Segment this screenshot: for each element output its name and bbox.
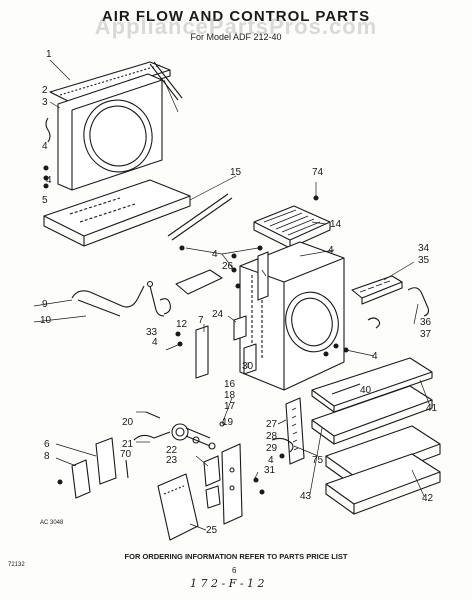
switch-part-24 <box>233 315 247 341</box>
part-label: 15 <box>230 167 242 178</box>
part-label: 34 <box>418 243 430 254</box>
part-label: 75 <box>312 455 324 466</box>
clip-part-33 <box>159 298 171 315</box>
part-label: 2 <box>42 85 48 96</box>
part-label: 14 <box>330 219 342 230</box>
handwritten-reference: 1 7 2 - F - 1 2 <box>190 577 265 590</box>
knob-assembly <box>171 421 225 450</box>
part-label: 1 <box>46 49 52 60</box>
part-label: 20 <box>122 417 134 428</box>
part-label: 74 <box>312 167 324 178</box>
part-label: 16 <box>224 379 236 390</box>
part-label: 27 <box>266 419 278 430</box>
part-label: 17 <box>224 401 236 412</box>
wire-part-21 <box>133 431 171 441</box>
ordering-info-note: FOR ORDERING INFORMATION REFER TO PARTS … <box>124 552 348 561</box>
watermark: AppliancePartsPros.com <box>94 14 378 39</box>
part-label: 36 <box>420 317 432 328</box>
screw-part-74 <box>313 195 319 201</box>
part-label: 41 <box>426 403 438 414</box>
screw-part-29 <box>279 453 285 459</box>
side-strip <box>149 61 183 101</box>
part-label: 4 <box>46 175 52 186</box>
part-label: 37 <box>420 329 432 340</box>
part-label: 33 <box>146 327 158 338</box>
bracket-part-26 <box>257 251 269 301</box>
wire-part-28 <box>271 437 294 453</box>
part-label: 70 <box>120 449 132 460</box>
bracket-part-12 <box>175 269 223 295</box>
base-drain-tray <box>43 179 191 247</box>
control-panel-plate <box>157 473 199 541</box>
right-bracket <box>221 443 265 525</box>
part-label: 6 <box>44 439 50 450</box>
drain-pan-trays <box>325 425 441 515</box>
part-label: 4 <box>328 245 334 256</box>
front-panel <box>57 73 163 191</box>
rod-part-15 <box>167 193 233 241</box>
part-label: 4 <box>42 141 48 152</box>
control-knobs <box>57 437 117 499</box>
screw-part-20 <box>145 411 161 419</box>
page-code: 72132 <box>8 562 25 568</box>
part-label: 43 <box>300 491 312 502</box>
part-label: 31 <box>264 465 276 476</box>
part-label: 10 <box>40 315 52 326</box>
part-label: 8 <box>44 451 50 462</box>
part-label: 3 <box>42 97 48 108</box>
capacitor-part-30 <box>243 343 257 375</box>
motor-cable <box>71 280 165 317</box>
part-label: 4 <box>372 351 378 362</box>
part-label: 23 <box>166 455 178 466</box>
part-label: 21 <box>122 439 134 450</box>
ac-code: AC 3048 <box>40 520 64 526</box>
pin-part-70 <box>125 459 129 479</box>
part-label: 35 <box>418 255 430 266</box>
part-label: 5 <box>42 195 48 206</box>
part-label: 30 <box>242 361 254 372</box>
clip-part-3 <box>45 117 51 143</box>
part-label: 12 <box>176 319 188 330</box>
diagram-title: AIR FLOW AND CONTROL PARTS <box>101 8 371 25</box>
clip-part-37 <box>367 317 381 329</box>
part-label: 40 <box>360 385 372 396</box>
part-label: 24 <box>212 309 224 320</box>
diagram-subtitle: For Model ADF 212-40 <box>190 32 282 42</box>
leader-lines <box>33 59 431 531</box>
part-label: 18 <box>224 390 236 401</box>
page-number: 6 <box>232 566 237 575</box>
part-label: 4 <box>268 455 274 466</box>
heater-strip <box>285 397 305 465</box>
part-label: 29 <box>266 443 278 454</box>
part-label: 4 <box>212 249 218 260</box>
wire-part-36 <box>407 287 430 317</box>
screws-left <box>43 165 49 189</box>
part-label: 19 <box>222 417 234 428</box>
terminal-block <box>351 275 403 305</box>
filter-grille <box>253 205 331 249</box>
part-label: 42 <box>422 493 434 504</box>
part-label: 9 <box>42 299 48 310</box>
lower-cover-panel <box>311 385 433 445</box>
control-box <box>203 455 221 509</box>
control-bracket <box>195 325 209 379</box>
part-label: 22 <box>166 445 178 456</box>
rod-part-40 <box>331 383 361 395</box>
part-label: 25 <box>206 525 218 536</box>
part-label: 7 <box>198 315 204 326</box>
part-label: 28 <box>266 431 278 442</box>
part-label: 26 <box>222 261 234 272</box>
part-label: 4 <box>152 337 158 348</box>
